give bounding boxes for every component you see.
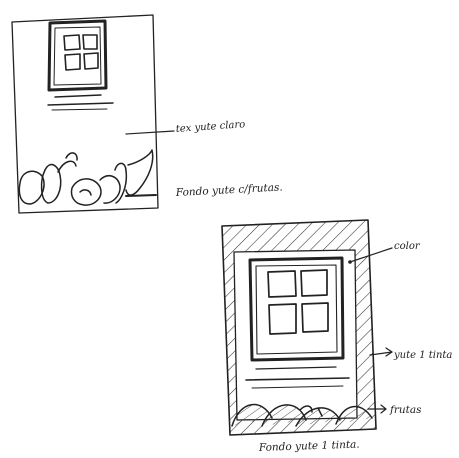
- sketch-2-label-fondo: Fondo yute 1 tinta.: [258, 438, 360, 454]
- sketch-2-label-color: color: [394, 241, 421, 252]
- sketch-1-fruits: [19, 150, 156, 205]
- sketch-1-label-fondo: Fondo yute c/frutas.: [175, 181, 283, 199]
- sketch-1: [12, 15, 174, 213]
- sketch-1-pointer: [126, 131, 174, 134]
- sketch-1-page-outline: [12, 15, 158, 213]
- sketch-2: [222, 220, 392, 435]
- sketch-1-text-line: [48, 103, 113, 105]
- sketch-1-label-tex-yute: tex yute claro: [175, 119, 245, 135]
- sketch-1-pane: [84, 53, 98, 69]
- sketch-1-text-line: [52, 109, 107, 110]
- sketch-2-label-yute: yute 1 tinta: [393, 350, 452, 361]
- sketch-1-pane: [83, 35, 97, 49]
- sketch-2-label-frutas: frutas: [389, 404, 422, 416]
- sketch-1-pane: [65, 54, 80, 70]
- sketch-1-pane: [64, 35, 80, 50]
- sketch-1-text-line: [55, 95, 101, 97]
